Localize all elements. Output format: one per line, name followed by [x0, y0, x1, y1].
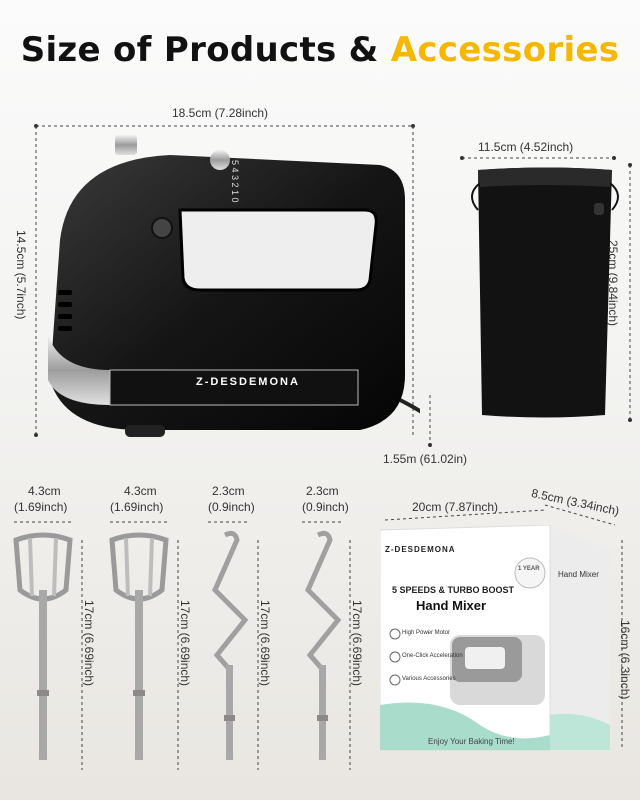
- box-height-label: 16cm (6.3inch): [618, 620, 632, 700]
- retail-box-image: [380, 525, 610, 751]
- box-side-title: Hand Mixer: [558, 570, 599, 579]
- box-width-label: 20cm (7.87inch): [412, 500, 499, 514]
- accessory-length-label: 17cm (6.69inch): [82, 600, 96, 687]
- accessory-length-label: 17cm (6.69inch): [178, 600, 192, 687]
- box-brand-label: Z-DESDEMONA: [385, 545, 456, 554]
- box-footer-text: Enjoy Your Baking Time!: [428, 737, 515, 746]
- beater-image: [109, 532, 169, 760]
- accessory-width-cm: 2.3cm: [212, 484, 245, 498]
- box-feature-item: Various Accessories: [402, 676, 456, 682]
- title-part-main: Size of Products &: [20, 30, 391, 70]
- box-feature-item: One-Click Acceleration: [402, 653, 463, 659]
- accessory-length-label: 17cm (6.69inch): [258, 600, 272, 687]
- bag-width-label: 11.5cm (4.52inch): [478, 140, 574, 154]
- box-subtitle: 5 SPEEDS & TURBO BOOST: [392, 585, 515, 595]
- mixer-width-label: 18.5cm (7.28inch): [172, 106, 269, 120]
- accessory-length-label: 17cm (6.69inch): [350, 600, 364, 687]
- dough-hook-image: [212, 530, 249, 760]
- accessory-width-cm: 2.3cm: [306, 484, 339, 498]
- accessory-width-in: (0.9inch): [302, 500, 349, 514]
- hand-mixer-image: [48, 135, 420, 437]
- box-feature-item: High Power Motor: [402, 630, 451, 636]
- mixer-brand-label: Z-DESDEMONA: [196, 376, 300, 388]
- cord-length-label: 1.55m (61.02in): [383, 452, 468, 466]
- accessory-width-in: (1.69inch): [110, 500, 164, 514]
- storage-bag-image: [471, 167, 619, 418]
- accessory-width-in: (0.9inch): [208, 500, 255, 514]
- title-part-accent: Accessories: [390, 30, 620, 70]
- accessory-width-cm: 4.3cm: [124, 484, 157, 498]
- box-product-name: Hand Mixer: [416, 598, 487, 613]
- warranty-badge: 1 YEAR: [518, 566, 540, 572]
- accessory-width-in: (1.69inch): [14, 500, 68, 514]
- dough-hook-image: [305, 530, 342, 760]
- beater-image: [13, 532, 73, 760]
- page-title: Size of Products & Accessories: [0, 30, 640, 70]
- accessory-width-cm: 4.3cm: [28, 484, 61, 498]
